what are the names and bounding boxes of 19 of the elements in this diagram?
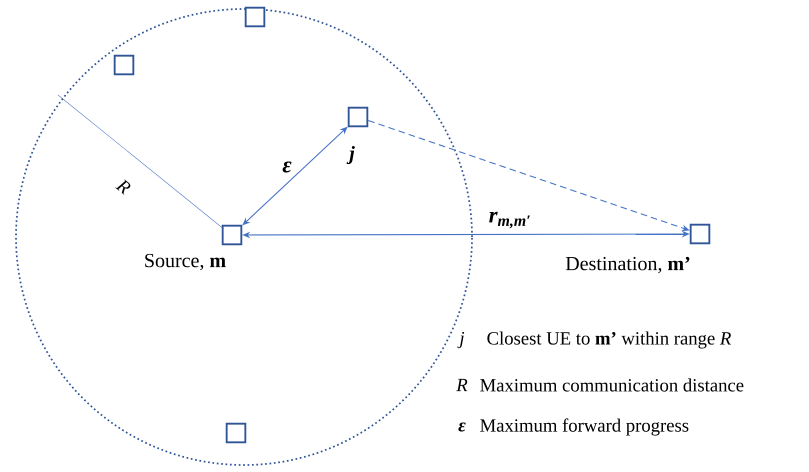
legend-text: Maximum forward progress [480, 418, 688, 436]
node-label: Source, m [145, 254, 226, 270]
ue-square [348, 106, 368, 128]
ue-square [114, 54, 134, 76]
legend-symbol: j [457, 332, 464, 348]
ue-square [222, 224, 242, 246]
node-label: Destination, m’ [566, 256, 690, 274]
legend-text: Maximum communication distance [480, 378, 744, 392]
edge-label: ε [281, 160, 293, 174]
ue-square [226, 422, 246, 444]
edge-label: r$_{m,m′}$ [487, 210, 533, 230]
legend-symbol: ε [458, 422, 466, 432]
node-label: j [346, 146, 355, 164]
legend-symbol: R [456, 378, 468, 392]
ue-square [244, 6, 266, 28]
legend-text: Closest UE to m’ within range R [487, 332, 731, 348]
range-circle [15, 8, 473, 466]
radius-label: R [115, 179, 130, 195]
ue-square [690, 224, 710, 244]
